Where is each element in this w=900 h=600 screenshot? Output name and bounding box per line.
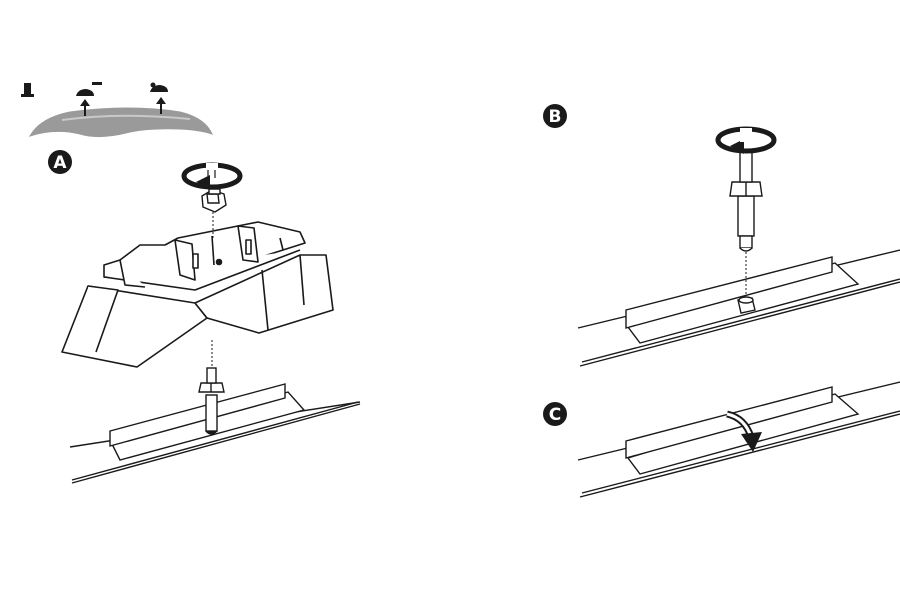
roof-overview	[21, 82, 213, 138]
bolt-b	[729, 151, 763, 252]
step-label-c: C	[549, 405, 561, 425]
nut-a	[201, 188, 227, 213]
roof-profile	[28, 107, 213, 138]
bolt-a	[198, 367, 225, 435]
foot-mark-left	[76, 89, 94, 96]
up-arrow-icon	[80, 99, 90, 116]
step-label-a: A	[53, 153, 67, 173]
fold-down-arrow-icon	[726, 410, 762, 452]
up-arrow-icon	[156, 97, 166, 114]
rail-nut-b	[737, 296, 756, 314]
rail-b	[577, 249, 900, 367]
foot-block	[61, 221, 334, 368]
step-marker-a: A	[48, 150, 72, 174]
rotate-arrow-icon	[181, 162, 243, 190]
rail-c	[577, 381, 900, 498]
dash-mark	[92, 82, 102, 85]
rotate-arrow-icon	[715, 126, 777, 154]
bar-end-icon	[24, 83, 31, 96]
step-marker-c: C	[543, 402, 567, 426]
step-label-b: B	[549, 107, 562, 127]
step-marker-b: B	[543, 104, 567, 128]
